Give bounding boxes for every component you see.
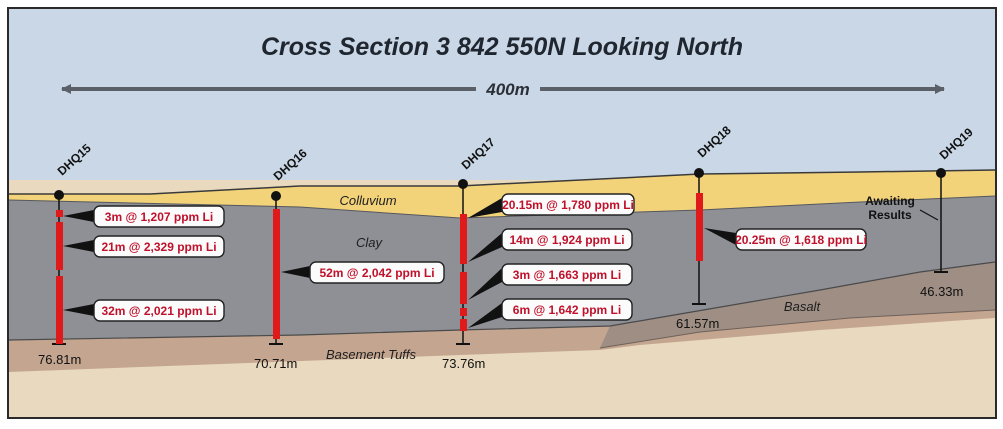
sky-band xyxy=(9,9,995,199)
intercept-callout: 14m @ 1,924 ppm Li xyxy=(468,228,633,262)
awaiting-results-line2: Results xyxy=(868,208,912,222)
callout-box xyxy=(309,261,445,284)
collar-marker xyxy=(936,168,946,178)
hole-depth: 46.33m xyxy=(920,284,963,299)
callout-pointer xyxy=(468,198,502,218)
callout-pointer xyxy=(281,266,310,278)
intercept-bar xyxy=(460,319,467,331)
hole-depth: 76.81m xyxy=(38,352,81,367)
callout-text: 14m @ 1,924 ppm Li xyxy=(509,233,624,247)
callout-pointer xyxy=(468,303,502,328)
intercept-bar xyxy=(460,214,467,264)
intercept-bar xyxy=(56,276,63,344)
callout-pointer xyxy=(468,233,502,262)
layer-label-colluvium: Colluvium xyxy=(339,193,396,208)
callout-pointer xyxy=(63,304,94,316)
frame-border xyxy=(7,7,997,419)
callout-text: 3m @ 1,207 ppm Li xyxy=(105,210,213,224)
intercept-callout: 32m @ 2,021 ppm Li xyxy=(63,299,225,322)
callout-text: 32m @ 2,021 ppm Li xyxy=(101,304,216,318)
callout-text: 20.15m @ 1,780 ppm Li xyxy=(502,198,634,212)
layer-label-clay: Clay xyxy=(356,235,384,250)
callout-text: 21m @ 2,329 ppm Li xyxy=(101,240,216,254)
intercept-callout: 20.25m @ 1,618 ppm Li xyxy=(704,228,867,251)
intercept-callout: 20.15m @ 1,780 ppm Li xyxy=(468,193,635,218)
hole-depth: 70.71m xyxy=(254,356,297,371)
clay-base-line xyxy=(8,261,996,341)
intercept-bar xyxy=(273,209,280,339)
diagram-title: Cross Section 3 842 550N Looking North xyxy=(261,33,743,61)
callout-pointer xyxy=(63,240,94,252)
hole-depth: 73.76m xyxy=(442,356,485,371)
callout-text: 3m @ 1,663 ppm Li xyxy=(513,268,621,282)
callout-box xyxy=(93,235,225,258)
hole-depth: 61.57m xyxy=(676,316,719,331)
intercept-callout: 3m @ 1,663 ppm Li xyxy=(468,263,633,300)
awaiting-leader-line xyxy=(919,209,939,221)
awaiting-results-line1: Awaiting xyxy=(865,194,915,208)
layer-label-basalt: Basalt xyxy=(784,299,822,314)
intercept-bar xyxy=(56,210,63,217)
scale-label: 400m xyxy=(485,80,529,99)
callout-box xyxy=(735,228,867,251)
intercept-callout: 21m @ 2,329 ppm Li xyxy=(63,235,225,258)
intercept-bar xyxy=(460,272,467,304)
collar-marker xyxy=(54,190,64,200)
collar-marker xyxy=(271,191,281,201)
collar-marker xyxy=(458,179,468,189)
intercept-callout: 52m @ 2,042 ppm Li xyxy=(281,261,445,284)
callout-text: 20.25m @ 1,618 ppm Li xyxy=(735,233,867,247)
intercept-callout: 6m @ 1,642 ppm Li xyxy=(468,298,633,328)
callout-pointer xyxy=(468,268,502,300)
intercept-bar xyxy=(56,222,63,270)
callout-text: 52m @ 2,042 ppm Li xyxy=(319,266,434,280)
intercept-bar xyxy=(696,193,703,261)
basalt-layer xyxy=(600,262,995,348)
callout-box xyxy=(93,299,225,322)
callout-box xyxy=(501,193,635,216)
collar-marker xyxy=(694,168,704,178)
callout-box xyxy=(501,298,633,321)
intercept-bar xyxy=(460,308,467,316)
callout-pointer xyxy=(704,228,736,245)
callout-text: 6m @ 1,642 ppm Li xyxy=(513,303,621,317)
callout-box xyxy=(501,263,633,286)
callout-box xyxy=(501,228,633,251)
callout-box xyxy=(93,205,225,228)
basalt-base-line xyxy=(599,309,996,349)
colluvium-layer xyxy=(9,170,995,218)
layer-label-basement-tuffs: Basement Tuffs xyxy=(326,347,417,362)
intercept-callout: 3m @ 1,207 ppm Li xyxy=(63,205,225,228)
callout-pointer xyxy=(63,210,94,222)
